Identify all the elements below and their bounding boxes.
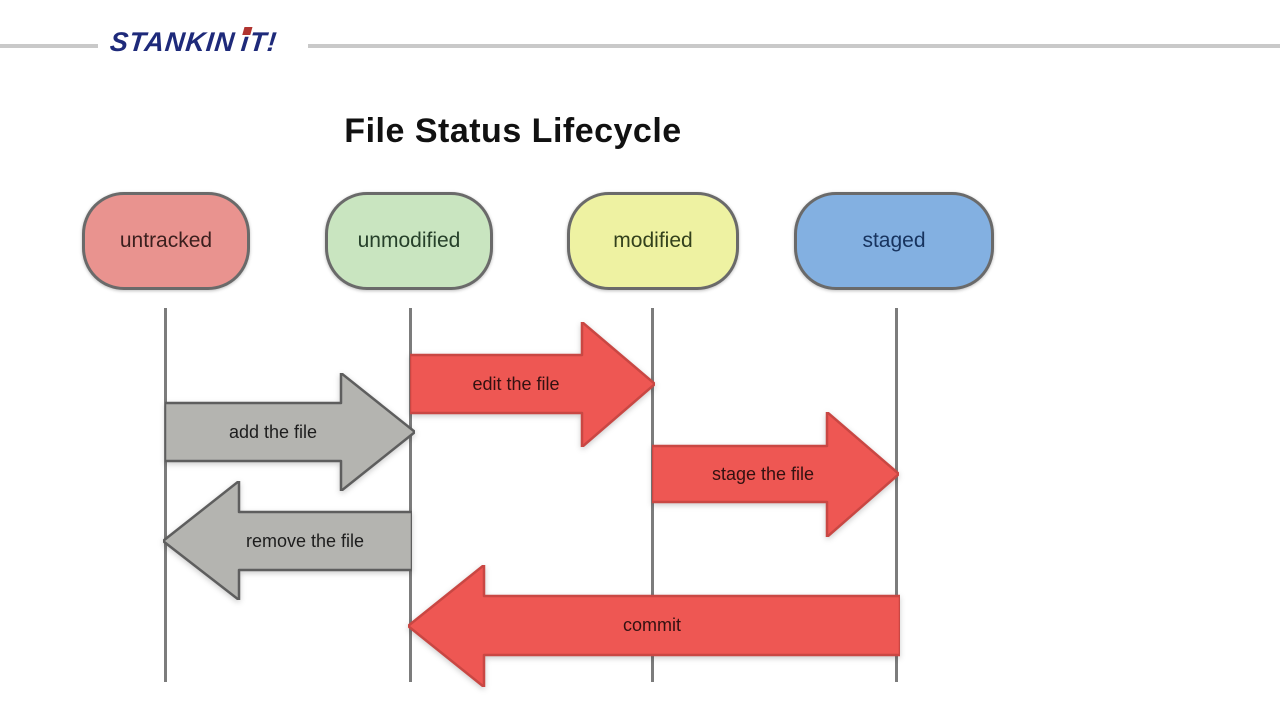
state-unmodified: unmodified [325, 192, 493, 290]
state-modified: modified [567, 192, 739, 290]
transition-remove-the-file: remove the file [163, 481, 412, 600]
transition-label: edit the file [472, 373, 560, 394]
transition-label: stage the file [711, 463, 815, 484]
header-rule-right [308, 44, 1280, 48]
state-untracked: untracked [82, 192, 250, 290]
right-arrow-shape [410, 322, 655, 447]
lifeline-unmodified [409, 308, 412, 682]
left-arrow-shape [163, 481, 412, 600]
right-arrow-shape [652, 412, 899, 537]
transition-label: remove the file [245, 530, 365, 551]
page-title: File Status Lifecycle [344, 112, 682, 150]
logo-word: STANKIN [108, 27, 237, 57]
transition-edit-the-file: edit the file [410, 322, 655, 447]
lifeline-staged [895, 308, 898, 682]
transition-add-the-file: add the file [165, 373, 415, 491]
state-label: unmodified [357, 229, 461, 252]
state-label: staged [862, 229, 926, 252]
state-label: modified [613, 229, 693, 252]
right-arrow-shape [165, 373, 415, 491]
transition-label: add the file [228, 421, 318, 442]
state-staged: staged [794, 192, 994, 290]
transition-commit: commit [408, 565, 900, 687]
state-label: untracked [119, 229, 213, 252]
transition-label: commit [623, 615, 681, 635]
lifeline-untracked [164, 308, 167, 682]
transition-stage-the-file: stage the file [652, 412, 899, 537]
header-rule-left [0, 44, 98, 48]
left-arrow-shape [408, 565, 900, 687]
logo-it-word: iT! [239, 27, 279, 57]
